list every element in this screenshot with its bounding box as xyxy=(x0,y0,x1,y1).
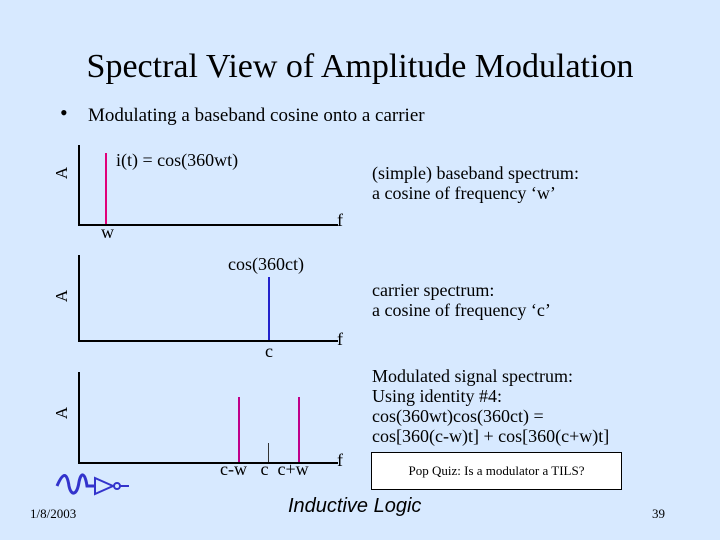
plot1-note-line2: a cosine of frequency ‘w’ xyxy=(372,183,556,203)
plot2-tick-label: c xyxy=(265,341,273,361)
lower-sideband-line xyxy=(238,397,240,462)
footer-date: 1/8/2003 xyxy=(30,506,77,521)
footer-brand: Inductive Logic xyxy=(288,495,422,517)
bullet-dot: • xyxy=(60,100,68,125)
plot1-x-axis xyxy=(78,224,338,226)
plot2-y-axis xyxy=(78,255,80,342)
plot2-note-line1: carrier spectrum: xyxy=(372,280,495,300)
plot3-x-axis xyxy=(78,462,338,464)
plot3-note-line3: cos(360wt)cos(360ct) = xyxy=(372,406,544,426)
bullet-text: Modulating a baseband cosine onto a carr… xyxy=(88,105,425,126)
plot2-x-axis xyxy=(78,340,338,342)
plot2-x-label: f xyxy=(337,329,343,349)
plot3-y-axis xyxy=(78,372,80,464)
pop-quiz-box: Pop Quiz: Is a modulator a TILS? xyxy=(371,452,622,490)
plot2-y-label: A xyxy=(52,289,72,303)
plot1-signal-label: i(t) = cos(360wt) xyxy=(116,150,239,170)
slide-title: Spectral View of Amplitude Modulation xyxy=(86,48,634,85)
page-number: 39 xyxy=(652,506,665,521)
plot1-x-label: f xyxy=(337,210,343,230)
carrier-position-marker xyxy=(268,443,269,462)
plot3-note-line2: Using identity #4: xyxy=(372,386,502,406)
baseband-spectral-line xyxy=(105,153,107,224)
plot1-y-label: A xyxy=(52,166,72,180)
plot3-x-label: f xyxy=(337,450,343,470)
inductive-logic-logo-icon xyxy=(55,468,130,500)
plot1-y-axis xyxy=(78,145,80,225)
plot3-note-line4: cos[360(c-w)t] + cos[360(c+w)t] xyxy=(372,426,610,446)
plot1-note-line1: (simple) baseband spectrum: xyxy=(372,163,579,183)
upper-sideband-line xyxy=(298,397,300,462)
plot2-note-line2: a cosine of frequency ‘c’ xyxy=(372,300,551,320)
plot1-tick-label: w xyxy=(101,222,114,242)
plot2-signal-label: cos(360ct) xyxy=(228,254,304,274)
plot3-y-label: A xyxy=(52,406,72,420)
plot3-note-line1: Modulated signal spectrum: xyxy=(372,366,573,386)
plot3-tick-labels: c-w c c+w xyxy=(220,459,309,479)
carrier-spectral-line xyxy=(268,277,270,340)
